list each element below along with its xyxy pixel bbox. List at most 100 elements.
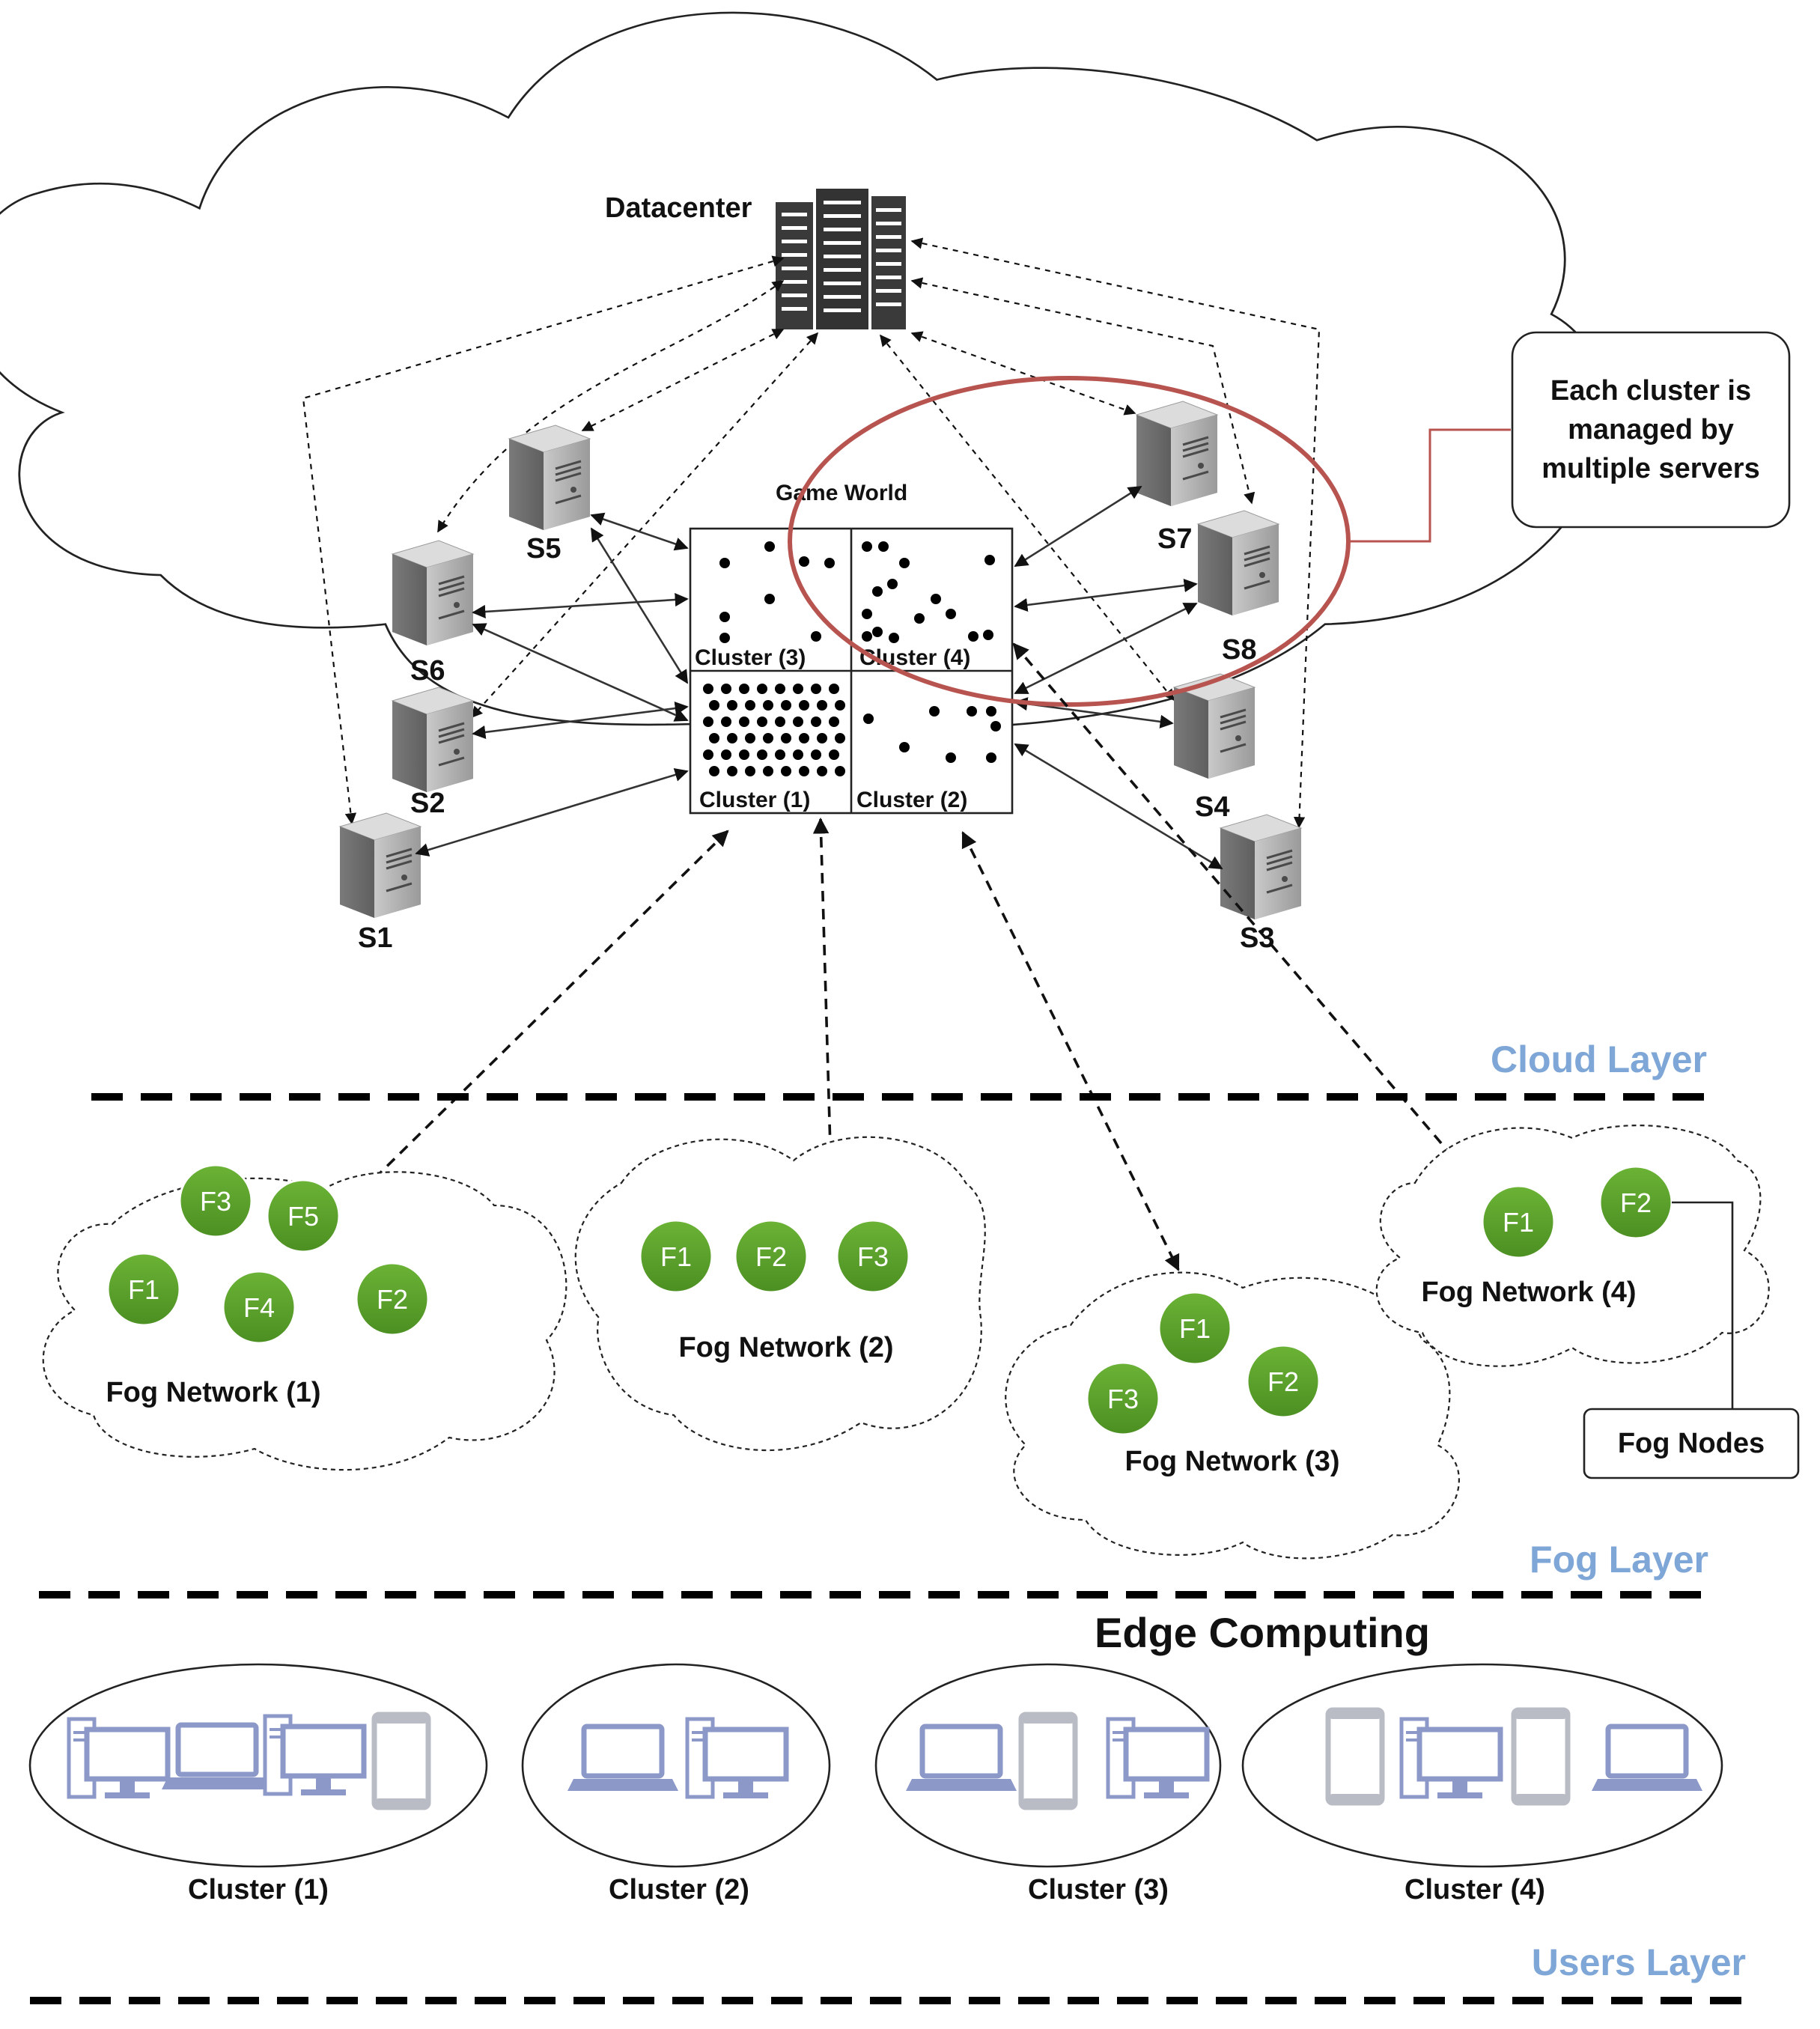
callout-line-1: Each cluster is xyxy=(1550,375,1751,407)
fog-network-label-4: Fog Network (4) xyxy=(1421,1277,1636,1308)
fog-cloud-3 xyxy=(1005,1271,1460,1560)
player-dot xyxy=(764,541,775,552)
player-dot xyxy=(709,733,719,743)
player-dot xyxy=(709,700,719,711)
player-dot xyxy=(703,717,713,727)
player-dot xyxy=(745,766,755,776)
svg-text:F1: F1 xyxy=(660,1241,692,1272)
player-dot xyxy=(863,714,874,724)
fog-network-label-1: Fog Network (1) xyxy=(106,1377,320,1408)
user-cluster-label-1: Cluster (1) xyxy=(188,1874,329,1905)
player-dot xyxy=(793,749,803,760)
edge-computing-title: Edge Computing xyxy=(1095,1609,1430,1656)
player-dot xyxy=(946,609,956,619)
player-dot xyxy=(745,733,755,743)
fog-cloud-2 xyxy=(574,1136,986,1452)
fog-node-net2-f2: F2 xyxy=(734,1219,809,1294)
player-dot xyxy=(824,558,835,568)
player-dot xyxy=(799,700,809,711)
player-dot xyxy=(719,633,730,643)
player-dot xyxy=(727,700,737,711)
player-dot xyxy=(811,717,821,727)
player-dot xyxy=(914,613,925,624)
player-dot xyxy=(967,706,977,717)
fog-network-label-3: Fog Network (3) xyxy=(1124,1446,1339,1477)
user-cluster-label-4: Cluster (4) xyxy=(1404,1874,1545,1905)
player-dots xyxy=(703,541,1001,776)
server-s7-icon xyxy=(1135,400,1219,508)
player-dot xyxy=(719,558,730,568)
laptop-icon xyxy=(906,1727,1017,1791)
player-dot xyxy=(703,684,713,694)
fog-network-label-2: Fog Network (2) xyxy=(678,1332,893,1363)
fog-cloud-4 xyxy=(1375,1125,1770,1367)
fog-nodes-connector xyxy=(1672,1201,1734,1409)
player-dot xyxy=(775,749,785,760)
datacenter-label: Datacenter xyxy=(605,192,752,224)
svg-text:F2: F2 xyxy=(1620,1187,1652,1218)
highlight-connector xyxy=(1348,428,1511,543)
player-dot xyxy=(990,721,1001,731)
player-dot xyxy=(763,766,773,776)
phone-icon xyxy=(1021,1715,1075,1807)
player-dot xyxy=(829,749,839,760)
player-dot xyxy=(986,752,996,763)
fog-node-net4-f1: F1 xyxy=(1481,1184,1556,1259)
player-dot xyxy=(829,717,839,727)
player-dot xyxy=(862,541,872,552)
fog-node-net1-f3: F3 xyxy=(178,1163,253,1238)
svg-text:F2: F2 xyxy=(377,1284,408,1315)
svg-text:F4: F4 xyxy=(243,1292,275,1323)
player-dot xyxy=(968,631,979,642)
cluster-label-3: Cluster (3) xyxy=(695,645,806,670)
player-dot xyxy=(799,766,809,776)
svg-text:F3: F3 xyxy=(200,1186,231,1217)
player-dot xyxy=(899,742,910,752)
fog-layer-label: Fog Layer xyxy=(1530,1539,1708,1581)
laptop-icon xyxy=(567,1727,678,1791)
player-dot xyxy=(721,749,731,760)
game-world-grid xyxy=(689,527,1014,815)
player-dot xyxy=(799,556,809,567)
player-dot xyxy=(811,749,821,760)
user-cluster-ellipse-2 xyxy=(521,1663,831,1868)
player-dot xyxy=(929,706,940,717)
player-dot xyxy=(775,684,785,694)
callout-line-2: managed by xyxy=(1568,414,1734,445)
server-s8-icon xyxy=(1196,509,1280,617)
player-dot xyxy=(835,733,845,743)
player-dot xyxy=(817,766,827,776)
fog-cloud-1 xyxy=(42,1171,567,1471)
svg-text:F3: F3 xyxy=(857,1241,889,1272)
user-cluster-label-2: Cluster (2) xyxy=(609,1874,749,1905)
player-dot xyxy=(757,749,767,760)
game-world-label: Game World xyxy=(776,481,907,505)
server-s2-icon xyxy=(391,686,475,794)
player-dot xyxy=(872,627,883,637)
player-dot xyxy=(889,633,899,643)
player-dot xyxy=(872,586,883,597)
datacenter-icon xyxy=(776,189,906,329)
player-dot xyxy=(703,749,713,760)
server-s1-icon xyxy=(338,812,422,919)
player-dot xyxy=(983,630,993,640)
phone-icon xyxy=(1514,1710,1568,1803)
player-dot xyxy=(835,700,845,711)
svg-text:F5: F5 xyxy=(287,1201,319,1232)
cloud-layer-label: Cloud Layer xyxy=(1491,1038,1707,1080)
player-dot xyxy=(739,684,749,694)
fog-node-net1-f5: F5 xyxy=(266,1178,341,1253)
svg-text:F2: F2 xyxy=(1267,1366,1299,1397)
player-dot xyxy=(709,766,719,776)
cluster-fog-links xyxy=(362,642,1461,1271)
player-dot xyxy=(984,555,995,565)
player-dot xyxy=(764,594,775,604)
fog-node-net3-f2: F2 xyxy=(1246,1344,1321,1419)
fog-node-net2-f3: F3 xyxy=(836,1219,910,1294)
player-dot xyxy=(799,733,809,743)
player-dot xyxy=(739,717,749,727)
cluster-label-4: Cluster (4) xyxy=(859,645,970,670)
server-label-s4: S4 xyxy=(1195,791,1229,823)
player-dot xyxy=(775,717,785,727)
